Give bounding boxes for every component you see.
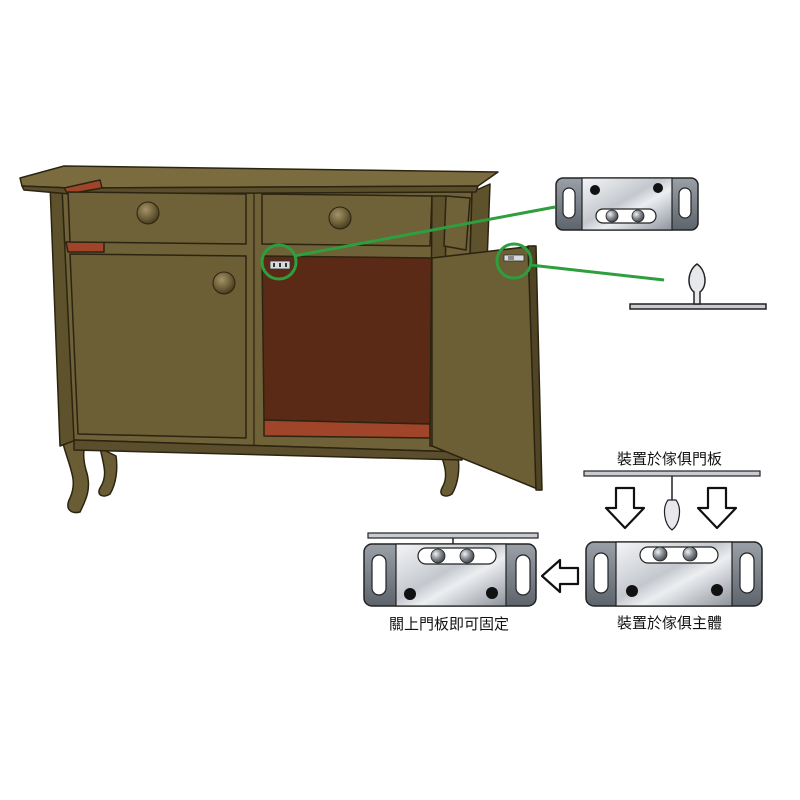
leg-right: [439, 451, 460, 497]
label-install-door: 裝置於傢俱門板: [617, 450, 723, 468]
accent-mid-left: [65, 241, 105, 253]
highlight-callouts: [260, 205, 665, 282]
door-right-open: [431, 245, 541, 491]
magnet-catch-plate-detail: [555, 177, 699, 231]
step-install-door: [583, 470, 761, 531]
cabinet: [19, 165, 543, 514]
cabinet-interior: [261, 255, 433, 425]
catch-on-door: [503, 254, 525, 262]
leader-line-body: [293, 205, 556, 258]
leg-back-left: [98, 447, 118, 497]
catch-pin-detail: [629, 263, 767, 310]
highlight-circle-door: [495, 242, 533, 280]
catch-on-cabinet: [269, 260, 291, 270]
arrow-down-icon: [604, 486, 646, 530]
door-left: [69, 253, 247, 439]
label-close-door: 關上門板即可固定: [389, 615, 510, 633]
leg-front-left: [61, 439, 90, 514]
knob-drawer-right: [328, 206, 352, 230]
step-install-body: [585, 541, 763, 607]
highlight-circle-body: [260, 243, 298, 281]
step-close-door: [363, 532, 539, 607]
knob-drawer-left: [136, 201, 160, 225]
interior-bottom-shelf: [263, 419, 431, 439]
label-install-body: 裝置於傢俱主體: [617, 614, 723, 632]
arrow-down-icon: [696, 486, 738, 530]
arrow-left-icon: [540, 558, 580, 594]
cabinet-bottom-rail: [73, 439, 465, 461]
leader-line-door: [529, 263, 665, 282]
accent-top-left: [63, 179, 103, 195]
knob-door-left: [212, 271, 236, 295]
